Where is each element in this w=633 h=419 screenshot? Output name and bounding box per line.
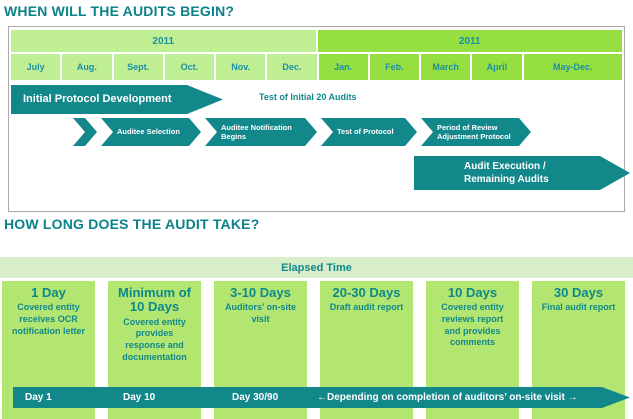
year-cell-left: 2011 [11,30,316,52]
duration-heading: Minimum of 10 Days [118,285,191,315]
month-cell-july: July [11,54,61,80]
month-cell-oct: Oct. [164,54,214,80]
duration-heading: 20-30 Days [332,285,401,300]
duration-heading: 30 Days [553,285,604,300]
section-title-how-long: HOW LONG DOES THE AUDIT TAKE? [4,216,260,232]
chevron-auditee-notification-begins: Auditee Notification Begins [205,118,317,146]
arrow-audit-execution-remaining-audits: Audit Execution / Remaining Audits [414,156,630,190]
duration-heading: 1 Day [31,285,66,300]
section-title-when: WHEN WILL THE AUDITS BEGIN? [4,3,235,19]
month-cell-may-dec: May-Dec. [523,54,622,80]
duration-body: Covered entity provides response and doc… [122,316,187,362]
month-cell-dec: Dec. [267,54,317,80]
month-cell-april: April [472,54,522,80]
year-cell-right: 2011 [317,30,622,52]
elapsed-time-band: Elapsed Time [0,257,633,278]
label-test-of-initial-20-audits: Test of Initial 20 Audits [259,92,357,102]
chevron-period-of-review-adjustment-protocol: Period of Review Adjustment Protocol [421,118,531,146]
duration-body: Covered entity receives OCR notification… [11,302,85,336]
day-timeline-arrow-bar: Day 1 Day 10 Day 30/90 ←Depending on com… [13,387,630,408]
month-cell-nov: Nov. [216,54,266,80]
chevron-test-of-protocol: Test of Protocol [321,118,417,146]
duration-heading: 3-10 Days [230,285,291,300]
chevron-auditee-selection: Auditee Selection [101,118,201,146]
duration-body: Final audit report [541,302,616,313]
audit-execution-line1: Audit Execution / [464,161,546,172]
month-cell-march: March [421,54,471,80]
timeline-box: 2011 2011 July Aug. Sept. Oct. Nov. Dec.… [8,26,625,212]
duration-body: Draft audit report [329,302,404,313]
duration-body: Auditors’ on-site visit [224,302,296,324]
duration-body: Covered entity reviews report and provid… [441,302,504,348]
audit-execution-line2: Remaining Audits [464,174,549,185]
month-cell-jan: Jan. [318,54,368,80]
chevron-lead-arrow-icon [73,118,97,146]
month-cell-feb: Feb. [369,54,419,80]
bar-label-depending-note: ←Depending on completion of auditors’ on… [317,392,578,403]
month-row: July Aug. Sept. Oct. Nov. Dec. Jan. Feb.… [11,54,622,80]
bar-label-day30-90: Day 30/90 [232,392,279,403]
month-cell-aug: Aug. [62,54,112,80]
year-row: 2011 2011 [11,30,622,52]
bar-label-day10: Day 10 [123,392,156,403]
month-cell-sept: Sept. [113,54,163,80]
calendar: 2011 2011 July Aug. Sept. Oct. Nov. Dec.… [9,27,624,80]
duration-heading: 10 Days [447,285,498,300]
chevron-process-row: Auditee Selection Auditee Notification B… [73,118,531,146]
arrow-initial-protocol-development: Initial Protocol Development [11,85,223,114]
bar-label-day1: Day 1 [25,392,52,403]
